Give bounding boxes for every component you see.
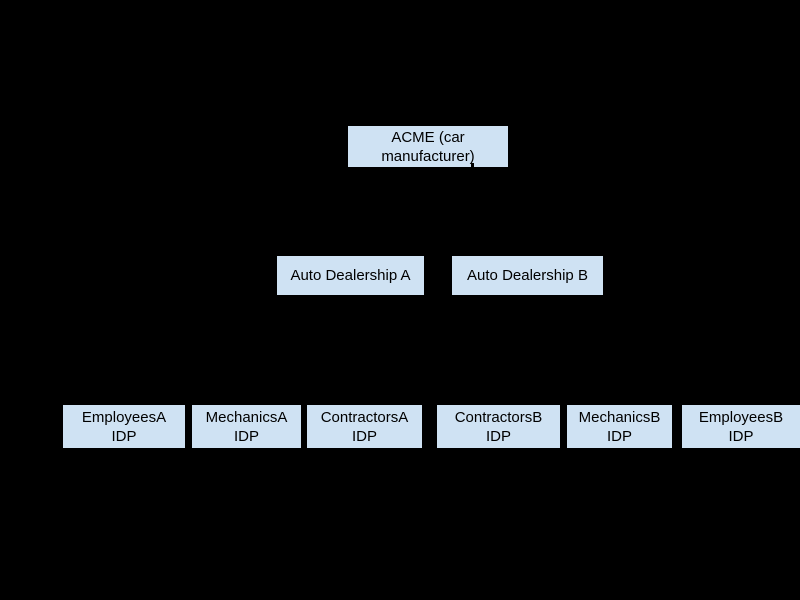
- node-label-line2: IDP: [606, 427, 632, 445]
- connector-stub: [471, 163, 474, 167]
- node-contractorsa-idp: ContractorsA IDP: [307, 405, 422, 448]
- node-auto-dealership-a: Auto Dealership A: [277, 256, 424, 295]
- node-mechanicsa-idp: MechanicsA IDP: [192, 405, 301, 448]
- node-label-line1: ContractorsB: [454, 408, 543, 426]
- node-label-line1: EmployeesB: [698, 408, 784, 426]
- node-label-line2: IDP: [111, 427, 137, 445]
- node-label-line1: ContractorsA: [320, 408, 409, 426]
- node-label-line2: IDP: [728, 427, 754, 445]
- node-contractorsb-idp: ContractorsB IDP: [437, 405, 560, 448]
- node-label: Auto Dealership A: [290, 267, 411, 284]
- node-acme-manufacturer: ACME (car manufacturer): [348, 126, 508, 167]
- node-label-line2: IDP: [485, 427, 511, 445]
- node-label-line2: IDP: [351, 427, 377, 445]
- node-label: Auto Dealership B: [467, 267, 588, 284]
- node-mechanicsb-idp: MechanicsB IDP: [567, 405, 672, 448]
- node-label-line1: ACME (car: [391, 128, 465, 146]
- node-label-line1: MechanicsB: [578, 408, 661, 426]
- node-employeesa-idp: EmployeesA IDP: [63, 405, 185, 448]
- node-employeesb-idp: EmployeesB IDP: [682, 405, 800, 448]
- node-label-line2: IDP: [233, 427, 259, 445]
- node-auto-dealership-b: Auto Dealership B: [452, 256, 603, 295]
- node-label-line2: manufacturer): [381, 147, 475, 165]
- node-label-line1: MechanicsA: [205, 408, 288, 426]
- node-label-line1: EmployeesA: [81, 408, 167, 426]
